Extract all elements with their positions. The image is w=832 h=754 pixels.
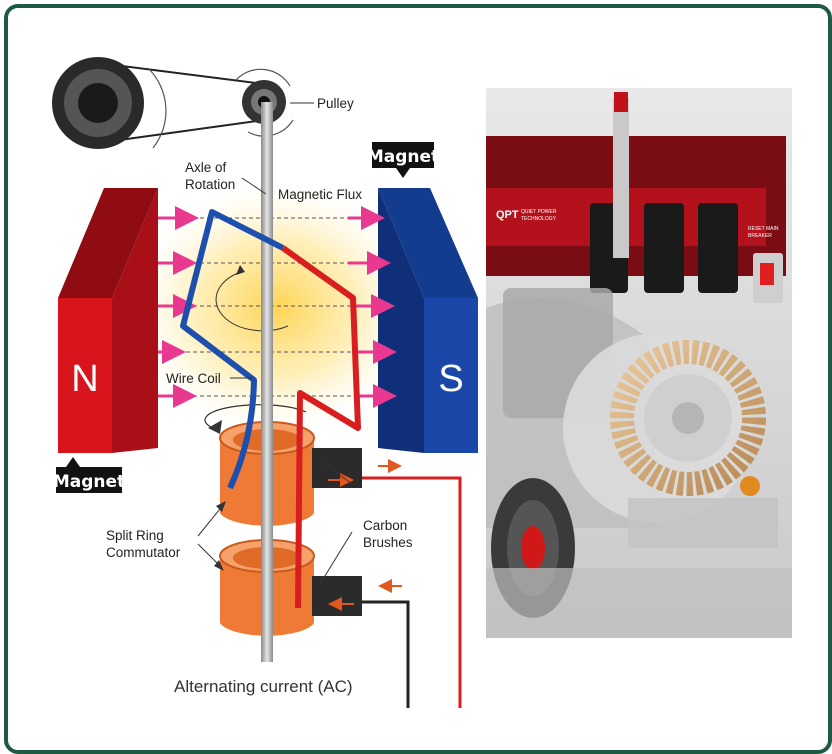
brush-top	[312, 448, 362, 488]
axle-label-line2: Rotation	[185, 177, 235, 192]
alternating-current-label: Alternating current (AC)	[174, 677, 353, 696]
north-pole-label: N	[71, 358, 98, 400]
north-magnet: N	[58, 188, 158, 453]
axle	[261, 102, 273, 662]
south-magnet: S	[378, 188, 478, 453]
photo-brand-line1: QUIET POWER	[521, 209, 557, 215]
split-ring-label-line1: Split Ring	[106, 528, 164, 543]
brush-bottom	[312, 576, 362, 616]
rotation-arrow	[208, 420, 222, 434]
magnet-tag-bottom: Magnet	[53, 457, 125, 493]
wire-coil-label: Wire Coil	[166, 371, 221, 386]
axle-label-line1: Axle of	[185, 160, 227, 175]
magnet-bottom-label: Magnet	[53, 472, 125, 492]
generator-diagram: QPT QUIET POWER TECHNOLOGY RESET MAIN BR…	[52, 57, 792, 708]
flux-arrows	[158, 206, 397, 408]
carbon-brushes-label-line2: Brushes	[363, 535, 413, 550]
split-ring-label-line2: Commutator	[106, 545, 181, 560]
magnetic-flux-label: Magnetic Flux	[278, 187, 362, 202]
output-wires	[362, 459, 462, 708]
photo-breaker-line2: BREAKER	[748, 233, 772, 239]
generator-photo: QPT QUIET POWER TECHNOLOGY RESET MAIN BR…	[486, 88, 792, 638]
pulley-system	[52, 57, 294, 149]
pulley-label: Pulley	[317, 96, 354, 111]
photo-breaker-line1: RESET MAIN	[748, 226, 779, 232]
figure-frame: QPT QUIET POWER TECHNOLOGY RESET MAIN BR…	[4, 4, 832, 754]
wire-coil	[180, 209, 361, 609]
photo-brand: QPT	[496, 209, 519, 221]
carbon-brushes-label-line1: Carbon	[363, 518, 407, 533]
magnet-tag-top: Magnet	[367, 142, 439, 178]
south-pole-label: S	[438, 358, 463, 400]
photo-brand-line2: TECHNOLOGY	[521, 216, 557, 222]
magnet-top-label: Magnet	[367, 147, 439, 167]
